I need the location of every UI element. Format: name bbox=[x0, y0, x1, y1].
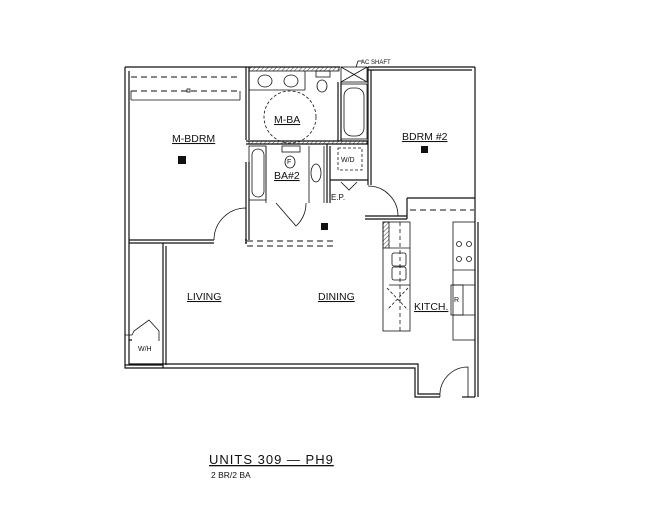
bedroom-2: BDRM #2 bbox=[365, 131, 475, 220]
exterior-walls bbox=[124, 66, 479, 398]
ceiling-fan-icon bbox=[421, 146, 428, 153]
bath-2: F BA#2 W/D E.P. bbox=[248, 144, 368, 230]
refrigerator bbox=[450, 284, 464, 316]
kitchen: R KITCH. bbox=[382, 221, 476, 398]
sink-icon bbox=[283, 74, 299, 88]
room-label-master-bath: M-BA bbox=[274, 114, 300, 126]
bathtub-icon bbox=[340, 83, 368, 140]
room-label-living: LIVING bbox=[187, 291, 221, 303]
room-label-bath-2: BA#2 bbox=[274, 170, 300, 182]
room-label-master-bedroom: M-BDRM bbox=[172, 133, 215, 145]
washer-dryer-label: W/D bbox=[341, 157, 355, 164]
sink-icon bbox=[257, 74, 273, 88]
washer-dryer bbox=[337, 147, 363, 171]
room-label-dining: DINING bbox=[318, 291, 355, 303]
refrigerator-label: R bbox=[454, 297, 459, 304]
light-fixture-icon bbox=[321, 223, 328, 230]
toilet-icon bbox=[316, 79, 328, 93]
room-label-bedroom-2: BDRM #2 bbox=[402, 131, 448, 143]
ac-shaft bbox=[340, 66, 368, 83]
toilet-icon bbox=[284, 155, 296, 169]
room-label-kitchen: KITCH. bbox=[414, 301, 448, 313]
unit-subtitle: 2 BR/2 BA bbox=[211, 470, 251, 480]
sink-icon bbox=[310, 163, 322, 183]
ceiling-fan-icon bbox=[178, 156, 186, 164]
master-bath: M-BA AC SHAFT bbox=[246, 60, 391, 185]
fan-symbol: F bbox=[287, 159, 291, 166]
stove-icon bbox=[456, 241, 472, 262]
sink-icon bbox=[391, 252, 407, 267]
electrical-panel-label: E.P. bbox=[331, 193, 345, 202]
master-bedroom: M-BDRM bbox=[129, 67, 335, 247]
unit-title: UNITS 309 — PH9 bbox=[209, 452, 334, 467]
water-heater-label: W/H bbox=[138, 346, 152, 353]
bathtub-icon bbox=[248, 145, 267, 201]
living-dining: LIVING DINING W/H bbox=[125, 243, 355, 368]
ac-shaft-label: AC SHAFT bbox=[361, 60, 391, 66]
